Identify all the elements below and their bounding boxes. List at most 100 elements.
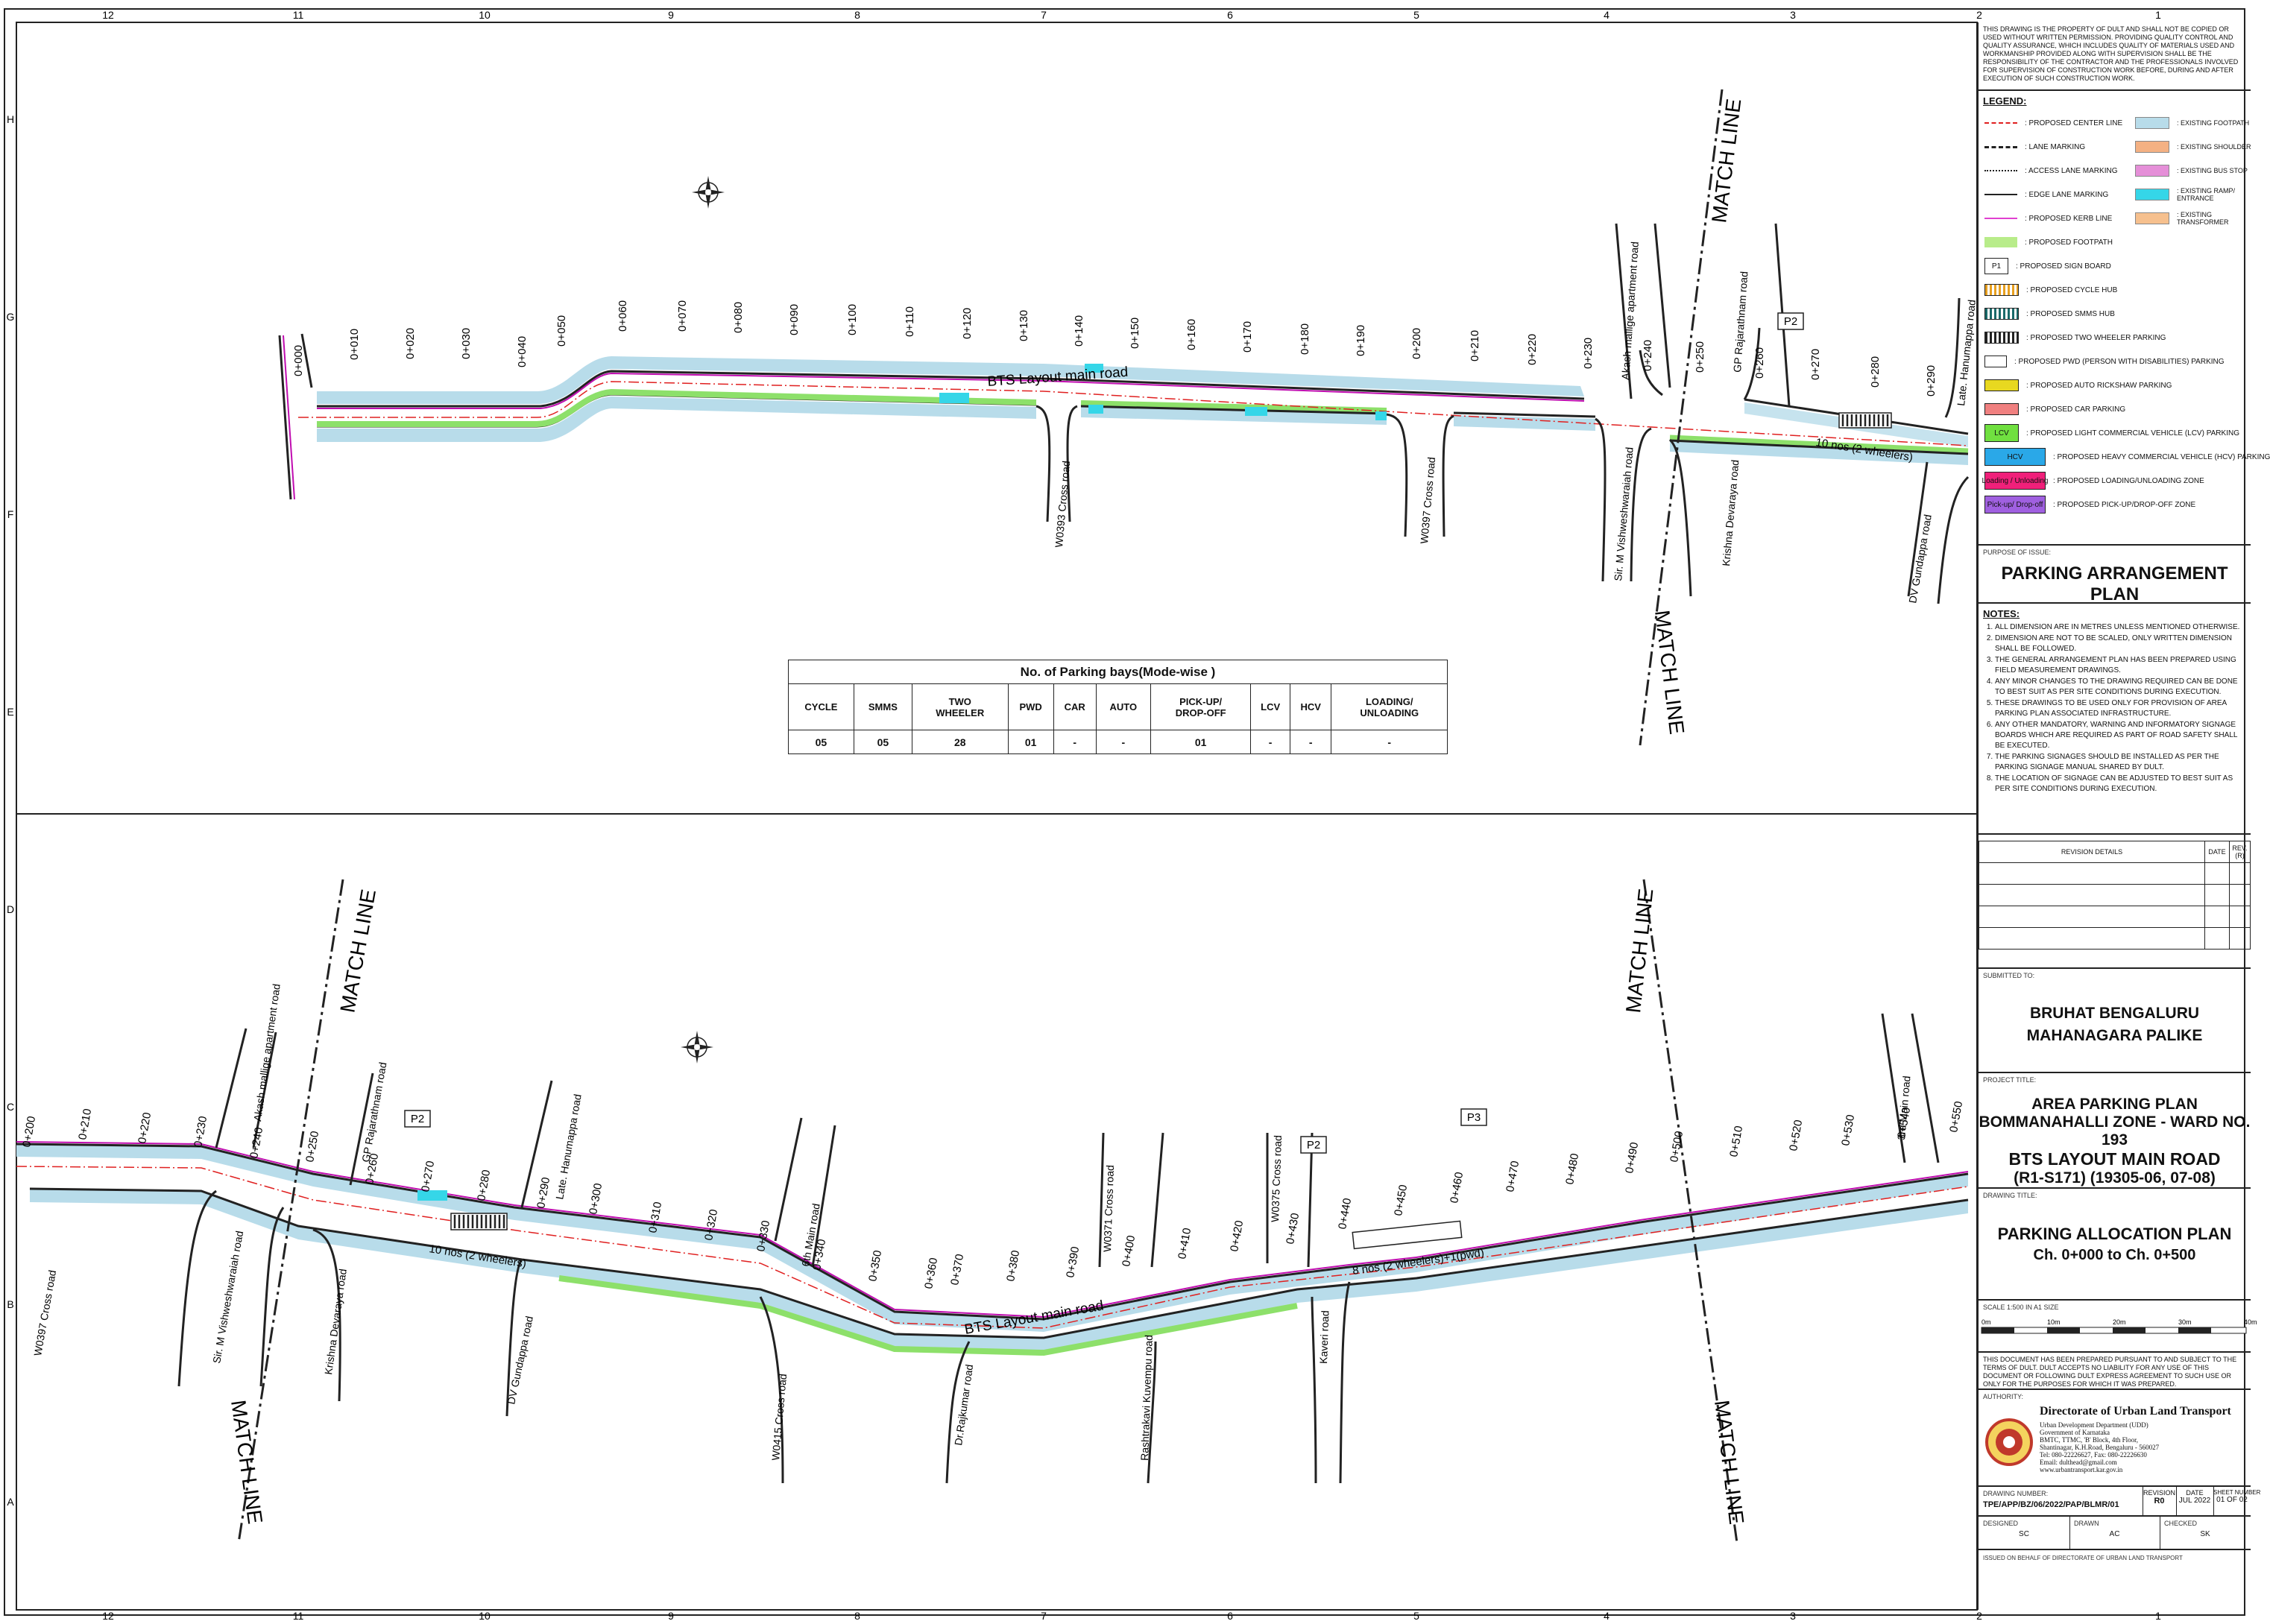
road-label: W0375 Cross road	[1269, 1135, 1284, 1222]
auto-icon	[1984, 379, 2019, 391]
drawing-number: TPE/APP/BZ/06/2022/PAP/BLMR/01	[1983, 1500, 2119, 1509]
pwd-icon	[1984, 356, 2007, 367]
legend-label: : EXISTING RAMP/ ENTRANCE	[2177, 187, 2236, 202]
top-road-plan	[278, 89, 1970, 746]
scale-tick-label: 40m	[2244, 1318, 2257, 1326]
signoff-box: DESIGNED SC DRAWN AC CHECKED SK	[1979, 1517, 2251, 1550]
legend-item: : PROPOSED AUTO RICKSHAW PARKING	[1984, 376, 2172, 395]
grid-column-label: 12	[102, 9, 114, 21]
legend-label: : PROPOSED CENTER LINE	[2025, 119, 2123, 127]
drawing-title-line2: Ch. 0+000 to Ch. 0+500	[2033, 1247, 2196, 1263]
grid-column-label: 6	[1227, 9, 1233, 21]
designed-value: SC	[2019, 1530, 2029, 1538]
date-label: DATE	[2186, 1489, 2204, 1497]
legend-label: : PROPOSED PICK-UP/DROP-OFF ZONE	[2053, 500, 2196, 509]
sign-board-icon	[1300, 1136, 1327, 1154]
chainage-label: 0+230	[1582, 338, 1595, 369]
legend-label: : PROPOSED KERB LINE	[2025, 214, 2113, 223]
cycle-hub-icon	[1984, 284, 2019, 296]
drawing-number-label: DRAWING NUMBER:	[1983, 1490, 2049, 1497]
sign-board-label: P2	[411, 1113, 424, 1125]
chainage-label: 0+120	[961, 308, 974, 339]
karnataka-emblem-icon	[1985, 1418, 2033, 1466]
notes-list: ALL DIMENSION ARE IN METRES UNLESS MENTI…	[1995, 622, 2245, 794]
authority-name: Directorate of Urban Land Transport	[2040, 1405, 2231, 1418]
road-label: W0371 Cross road	[1101, 1165, 1116, 1252]
scale-tick-label: 20m	[2113, 1318, 2126, 1326]
date-value: JUL 2022	[2178, 1497, 2211, 1505]
grid-column-label: 9	[668, 1610, 674, 1622]
grid-column-label: 10	[479, 9, 491, 21]
pickup-icon: Pick-up/ Drop-off	[1984, 496, 2046, 514]
chainage-label: 0+250	[1694, 341, 1706, 373]
grid-column-label: 2	[1976, 9, 1982, 21]
note-item: DIMENSION ARE NOT TO BE SCALED, ONLY WRI…	[1995, 634, 2245, 654]
project-line3: BTS LAYOUT MAIN ROAD	[2008, 1149, 2221, 1169]
legend-label: : EXISTING BUS STOP	[2177, 167, 2248, 174]
chainage-label: 0+200	[1410, 328, 1423, 359]
two-wheeler-icon	[1984, 332, 2019, 344]
hcv-icon: HCV	[1984, 448, 2046, 466]
rev-head-details: REVISION DETAILS	[1979, 841, 2205, 863]
note-item: THE PARKING SIGNAGES SHOULD BE INSTALLED…	[1995, 752, 2245, 773]
chainage-label: 0+270	[1809, 349, 1822, 380]
legend-item: Pick-up/ Drop-off : PROPOSED PICK-UP/DROP…	[1984, 495, 2195, 514]
legend-item: : PROPOSED CENTER LINE	[1984, 113, 2122, 133]
sign-board-label: P3	[1467, 1111, 1481, 1124]
center-line-icon	[1984, 122, 2017, 124]
submitted-line1: BRUHAT BENGALURU	[2029, 1005, 2200, 1022]
notes-box: NOTES: ALL DIMENSION ARE IN METRES UNLES…	[1979, 604, 2251, 835]
legend: LEGEND: : PROPOSED CENTER LINE: LANE MAR…	[1979, 91, 2270, 546]
bottom-road-plan	[16, 879, 1969, 1544]
grid-column-label: 4	[1604, 9, 1610, 21]
authority-line: Email: dulthead@gmail.com	[2040, 1459, 2117, 1466]
submitted-label: SUBMITTED TO:	[1983, 972, 2035, 979]
parking-table-title: No. of Parking bays(Mode-wise )	[788, 660, 1448, 684]
checked-label: CHECKED	[2164, 1520, 2198, 1527]
legend-item: : EXISTING BUS STOP	[2135, 161, 2251, 180]
scale-tick-label: 30m	[2178, 1318, 2192, 1326]
parking-table-value: 01	[1150, 730, 1252, 754]
parking-table-header: TWO WHEELER	[911, 683, 1009, 730]
parking-table-value: -	[1250, 730, 1290, 754]
authority-address: Urban Development Department (UDD)Govern…	[2040, 1421, 2159, 1473]
sign-board-label: P2	[1784, 315, 1797, 328]
legend-label: : EXISTING TRANSFORMER	[2177, 211, 2229, 226]
legend-item: : PROPOSED SMMS HUB	[1984, 304, 2115, 323]
legend-item: : PROPOSED PWD (PERSON WITH DISABILITIES…	[1984, 352, 2225, 371]
chainage-label: 0+110	[904, 306, 916, 337]
grid-column-label: 8	[854, 9, 860, 21]
grid-column-label: 4	[1604, 1610, 1610, 1622]
grid-column-label: 2	[1976, 1610, 1982, 1622]
parking-table-header: PWD	[1007, 683, 1054, 730]
grid-row-label: G	[7, 311, 15, 323]
legend-item: : EXISTING SHOULDER	[2135, 137, 2251, 157]
project-line1: AREA PARKING PLAN	[2031, 1096, 2198, 1113]
designed-label: DESIGNED	[1983, 1520, 2019, 1527]
project-label: PROJECT TITLE:	[1983, 1076, 2037, 1084]
parking-table-header: LOADING/ UNLOADING	[1331, 683, 1448, 730]
chainage-label: 0+090	[788, 304, 801, 335]
parking-table-header: PICK-UP/ DROP-OFF	[1150, 683, 1252, 730]
chainage-label: 0+190	[1355, 325, 1367, 356]
scale-label: SCALE 1:500 IN A1 SIZE	[1983, 1304, 2059, 1311]
legend-swatch-icon	[2135, 117, 2169, 129]
legend-item: HCV: PROPOSED HEAVY COMMERCIAL VEHICLE (…	[1984, 447, 2270, 467]
legend-swatch-icon	[2135, 212, 2169, 224]
sign-board-icon	[1777, 312, 1804, 330]
legend-swatch-icon	[2135, 141, 2169, 153]
sheet-value: 01 OF 02	[2216, 1496, 2248, 1504]
lane-marking-icon	[1984, 145, 2017, 148]
legend-label: : PROPOSED SIGN BOARD	[2016, 262, 2111, 271]
smms-hub-icon	[1984, 308, 2019, 320]
grid-row-label: A	[7, 1496, 14, 1508]
legend-item: : ACCESS LANE MARKING	[1984, 161, 2117, 180]
note-item: ALL DIMENSION ARE IN METRES UNLESS MENTI…	[1995, 622, 2245, 633]
revision-value: R0	[2154, 1497, 2165, 1505]
legend-item: : LANE MARKING	[1984, 137, 2085, 157]
